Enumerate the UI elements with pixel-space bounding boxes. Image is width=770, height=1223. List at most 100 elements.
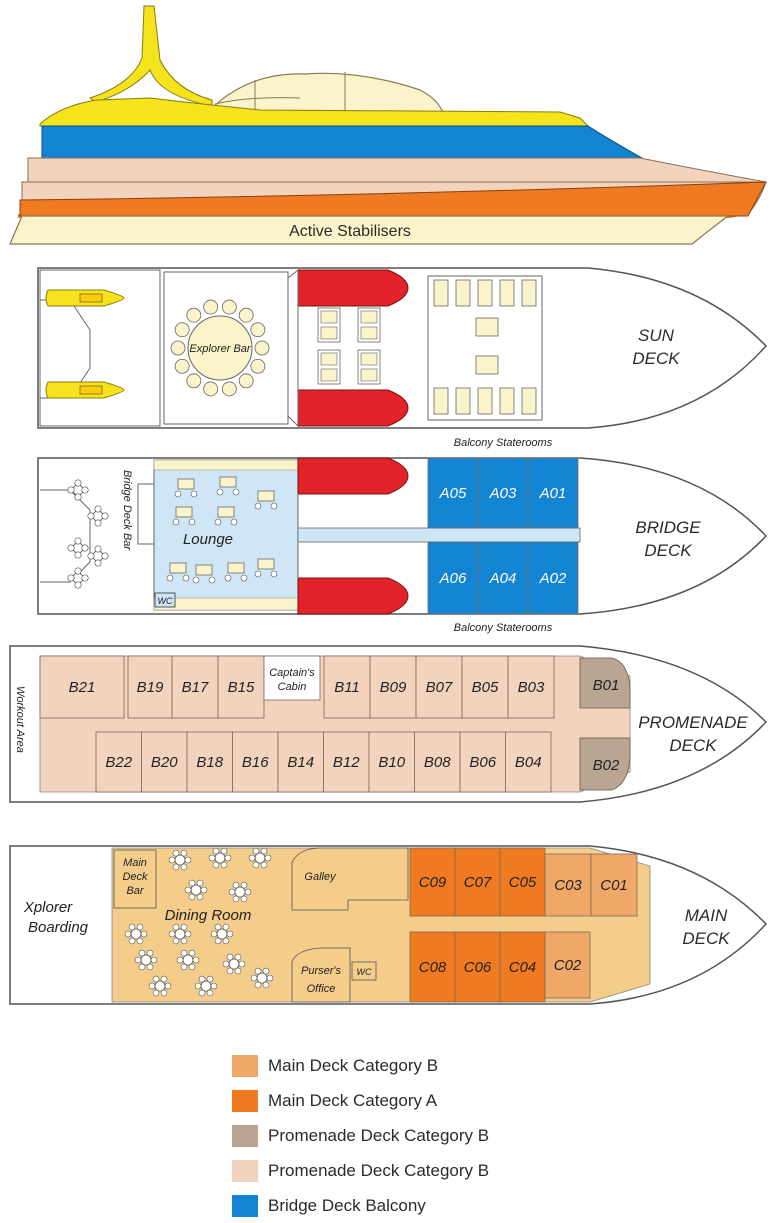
stool-icon (238, 373, 254, 389)
dining-table-icon (168, 849, 192, 871)
dining-table-icon (148, 975, 172, 997)
cabin-b20: B20 (141, 731, 188, 793)
cabin-c05: C05 (499, 847, 546, 917)
cabin-number: B20 (151, 754, 178, 771)
legend-label: Promenade Deck Category B (268, 1125, 490, 1145)
lounger-icon (521, 279, 537, 307)
profile-bridge-deck (41, 125, 644, 159)
cafe-table-icon (67, 537, 89, 559)
cabin-c03: C03 (544, 853, 592, 917)
cabin-number: C02 (554, 957, 582, 974)
sun-deck-name-line2: DECK (632, 349, 680, 368)
sun-deck: Explorer Bar SUN DECK (37, 267, 768, 429)
stool-icon (186, 373, 202, 389)
stool-icon (186, 307, 202, 323)
lounger-icon (499, 279, 515, 307)
cabin-b21: B21 (39, 655, 125, 719)
dining-table-icon (184, 879, 208, 901)
cabin-number: C05 (509, 874, 537, 891)
sun-canopy (211, 72, 446, 119)
legend-swatch (232, 1194, 258, 1217)
lounger-icon (499, 387, 515, 415)
balcony-staterooms-bottom-label: Balcony Staterooms (454, 622, 553, 634)
lounge-seat-icon (166, 562, 190, 582)
cabin-a06: A06 (427, 541, 479, 615)
legend-item: Main Deck Category A (232, 1083, 489, 1118)
lounge-seat-icon (254, 558, 278, 578)
galley-room (291, 847, 409, 911)
lounger-icon (521, 387, 537, 415)
legend-swatch (232, 1054, 258, 1077)
dining-table-icon (124, 923, 148, 945)
cafe-table-icon (87, 545, 109, 567)
sun-deck-name-line1: SUN (638, 326, 675, 345)
workout-area-label: Workout Area (14, 686, 26, 753)
stool-icon (174, 322, 190, 338)
lifeboat-icon (45, 381, 125, 399)
lounge-seat-icon (172, 506, 196, 526)
cabin-b17: B17 (171, 655, 219, 719)
captains-cabin-line1: Captain's (269, 667, 315, 679)
cabin-number: B21 (69, 679, 96, 696)
stool-icon (221, 299, 237, 315)
lounge-seating (166, 476, 278, 584)
cabin-number: B22 (105, 754, 132, 771)
cabin-c02: C02 (544, 931, 591, 999)
captains-cabin-line2: Cabin (278, 681, 307, 693)
main-deck-name-line2: DECK (682, 929, 730, 948)
profile-hull (9, 215, 730, 245)
table-icon (475, 355, 499, 375)
legend-item: Promenade Deck Category B (232, 1153, 489, 1188)
dining-table-icon (176, 949, 200, 971)
legend-swatch (232, 1124, 258, 1147)
cabin-c08: C08 (409, 931, 456, 1003)
lounger-icon (433, 387, 449, 415)
cabin-b08: B08 (414, 731, 461, 793)
bar-stools (170, 299, 270, 397)
table-icon (357, 307, 381, 343)
stool-icon (254, 340, 270, 356)
cabin-b14: B14 (277, 731, 324, 793)
cabin-number: A01 (539, 485, 567, 502)
bridge-spa-bottom (297, 577, 409, 615)
bar-tables (67, 479, 109, 589)
legend-item: Promenade Deck Category B (232, 1118, 489, 1153)
cabin-number: A03 (489, 485, 517, 502)
cabin-number: B01 (593, 677, 620, 694)
lifeboat-icon (45, 289, 125, 307)
table-icon (475, 317, 499, 337)
cabin-number: B10 (378, 754, 405, 771)
stool-icon (250, 322, 266, 338)
cabin-a03: A03 (477, 457, 529, 529)
stool-icon (203, 299, 219, 315)
cabin-b10: B10 (368, 731, 415, 793)
cabin-a05: A05 (427, 457, 479, 529)
legend-label: Main Deck Category A (268, 1090, 438, 1110)
table-icon (317, 349, 341, 385)
cabin-b16: B16 (232, 731, 279, 793)
cabin-number: B09 (380, 679, 407, 696)
cabin-c07: C07 (454, 847, 501, 917)
balcony-staterooms-top-label: Balcony Staterooms (454, 437, 553, 449)
lounge-seat-icon (174, 478, 198, 498)
cabin-number: C09 (419, 874, 447, 891)
bridge-deck-bar-label: Bridge Deck Bar (121, 470, 133, 551)
cabin-b06: B06 (459, 731, 506, 793)
cabin-a01: A01 (527, 457, 579, 529)
lounger-icon (477, 387, 493, 415)
stabilisers-label: Active Stabilisers (289, 223, 411, 240)
stool-icon (174, 358, 190, 374)
lounger-icon (477, 279, 493, 307)
lounger-icon (433, 279, 449, 307)
deck-tables (317, 307, 381, 385)
cafe-table-icon (67, 567, 89, 589)
cabin-number: B14 (287, 754, 314, 771)
dining-room-label: Dining Room (165, 907, 252, 924)
cabin-a04: A04 (477, 541, 529, 615)
cabin-c04: C04 (499, 931, 546, 1003)
cabin-number: B19 (137, 679, 164, 696)
